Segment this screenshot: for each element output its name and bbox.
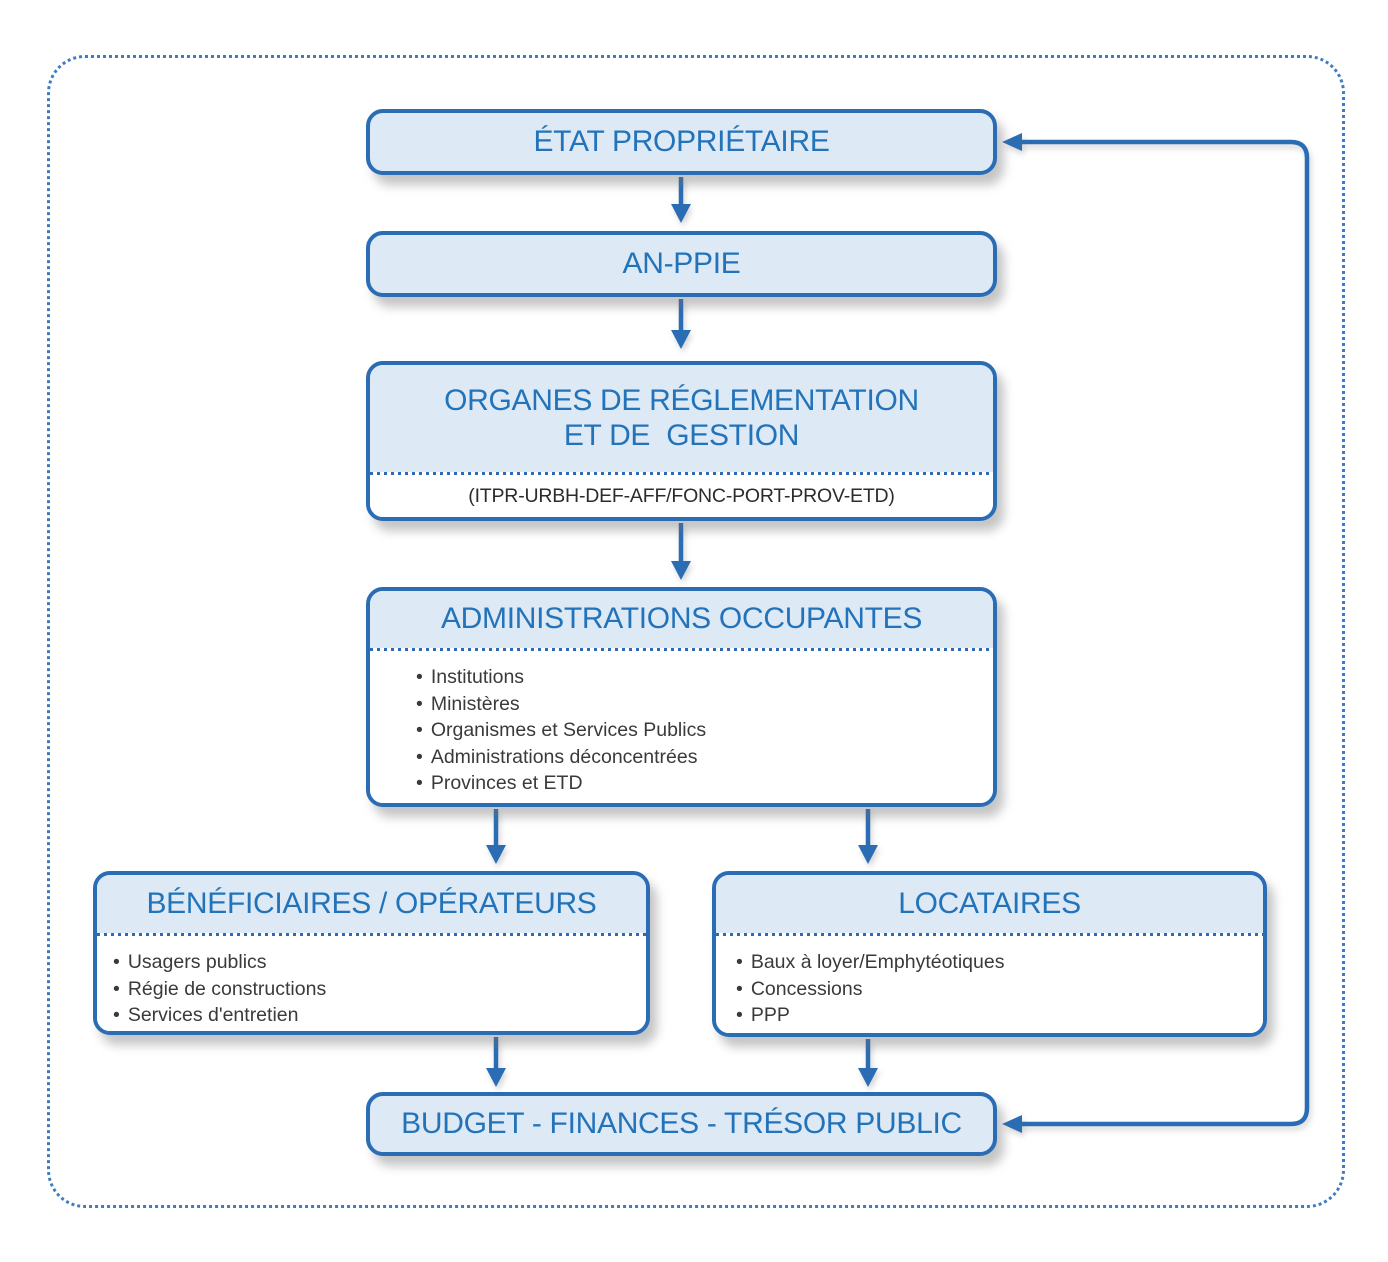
node-an-ppie: AN-PPIE [366,231,997,297]
bullet-list: Baux à loyer/EmphytéotiquesConcessionsPP… [716,936,1263,1033]
node-header: ADMINISTRATIONS OCCUPANTES [370,591,993,648]
node-title-line2: ET DE GESTION [563,418,800,452]
bullet-item: Services d'entretien [113,1002,636,1029]
node-title: BUDGET - FINANCES - TRÉSOR PUBLIC [401,1106,962,1140]
node-title: BÉNÉFICIAIRES / OPÉRATEURS [146,886,597,920]
node-title: ADMINISTRATIONS OCCUPANTES [440,602,923,636]
node-etat-proprietaire: ÉTAT PROPRIÉTAIRE [366,109,997,175]
node-subtitle: (ITPR-URBH-DEF-AFF/FONC-PORT-PROV-ETD) [468,484,895,507]
node-header: BÉNÉFICIAIRES / OPÉRATEURS [97,875,646,933]
node-locataires: LOCATAIRES Baux à loyer/EmphytéotiquesCo… [712,871,1267,1037]
node-budget-finances-tresor: BUDGET - FINANCES - TRÉSOR PUBLIC [366,1092,997,1156]
dotted-separator [370,472,993,475]
node-title: LOCATAIRES [898,886,1081,920]
node-beneficiaires-operateurs: BÉNÉFICIAIRES / OPÉRATEURS Usagers publi… [93,871,650,1035]
bullet-item: Provinces et ETD [416,770,983,797]
bullet-item: Concessions [736,976,1253,1003]
node-header: LOCATAIRES [716,875,1263,933]
bullet-list: Usagers publicsRégie de constructionsSer… [97,936,646,1031]
node-title: AN-PPIE [622,246,741,280]
node-administrations-occupantes: ADMINISTRATIONS OCCUPANTES InstitutionsM… [366,587,997,807]
bullet-item: Usagers publics [113,949,636,976]
bullet-item: PPP [736,1002,1253,1029]
bullet-item: Administrations déconcentrées [416,744,983,771]
dotted-separator [97,933,646,936]
dotted-separator [370,648,993,651]
dotted-outer-frame [47,55,1345,1208]
bullet-item: Ministères [416,691,983,718]
bullet-item: Organismes et Services Publics [416,717,983,744]
bullet-item: Régie de constructions [113,976,636,1003]
node-body: (ITPR-URBH-DEF-AFF/FONC-PORT-PROV-ETD) [370,475,993,517]
node-title: ÉTAT PROPRIÉTAIRE [533,124,830,158]
bullet-item: Baux à loyer/Emphytéotiques [736,949,1253,976]
dotted-separator [716,933,1263,936]
node-title-line1: ORGANES DE RÉGLEMENTATION [444,384,919,417]
bullet-item: Institutions [416,664,983,691]
bullet-list: InstitutionsMinistèresOrganismes et Serv… [370,651,993,803]
node-organes-reglementation: ORGANES DE RÉGLEMENTATION ET DE GESTION … [366,361,997,521]
node-header: ORGANES DE RÉGLEMENTATION ET DE GESTION [370,365,993,472]
